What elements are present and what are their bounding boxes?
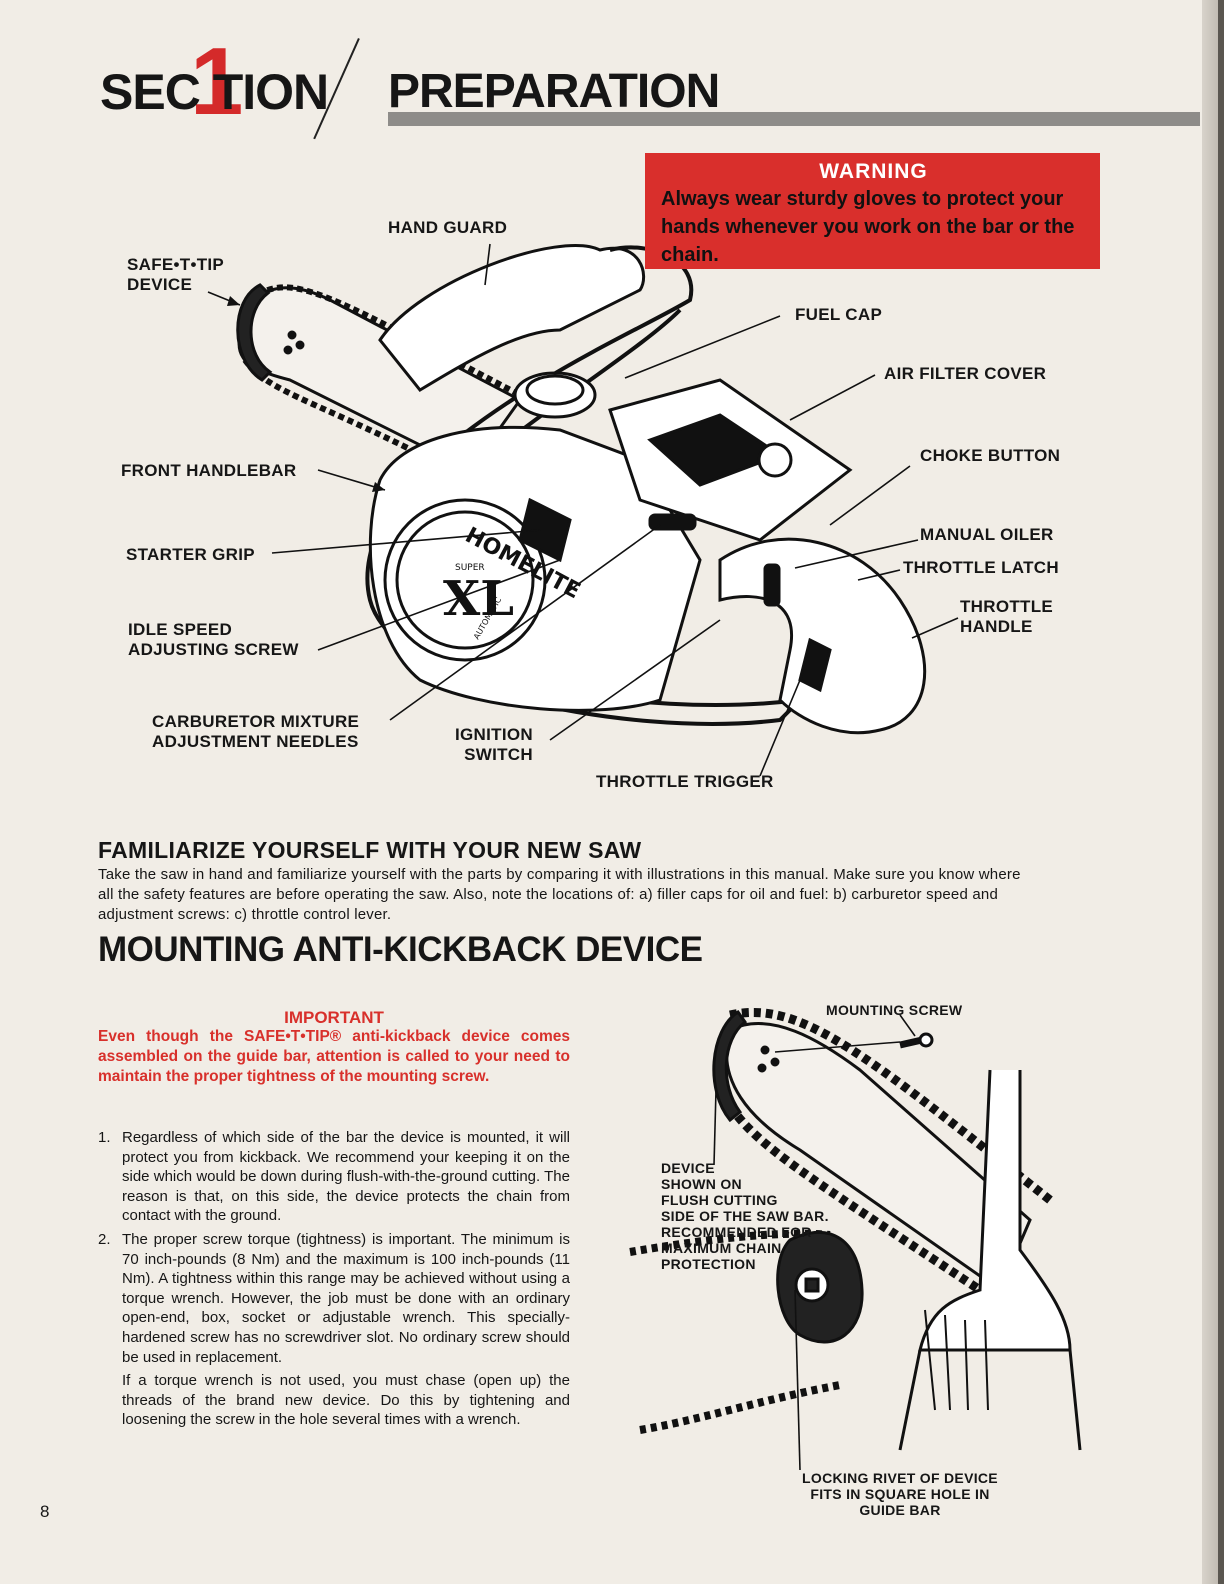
mounting-screw-shape <box>774 1041 901 1053</box>
label-device-shown: DEVICE SHOWN ON FLUSH CUTTING SIDE OF TH… <box>661 1160 829 1272</box>
warning-text: Always wear sturdy gloves to protect you… <box>661 188 1075 266</box>
label-carburetor: CARBURETOR MIXTURE ADJUSTMENT NEEDLES <box>152 712 360 751</box>
section-word: SEC TION <box>100 62 329 122</box>
safe-t-tip-shape <box>236 283 273 382</box>
section-number: 1 <box>190 28 244 135</box>
choke-knob <box>757 442 793 478</box>
step-item: 1. Regardless of which side of the bar t… <box>98 1128 570 1226</box>
label-ignition-switch: IGNITION SWITCH <box>455 725 533 764</box>
device-shape <box>712 1009 748 1123</box>
label-safe-t-tip: SAFE•T•TIP DEVICE <box>127 255 225 294</box>
label-manual-oiler: MANUAL OILER <box>920 525 1054 544</box>
step-extra-text: If a torque wrench is not used, you must… <box>122 1372 570 1429</box>
label-throttle-latch: THROTTLE LATCH <box>903 558 1059 577</box>
label-hand-guard: HAND GUARD <box>388 218 508 237</box>
section-title: PREPARATION <box>388 65 720 118</box>
important-heading: IMPORTANT <box>284 1008 384 1027</box>
label-throttle-handle: THROTTLE HANDLE <box>960 597 1054 636</box>
important-text: Even though the SAFE•T•TIP® anti-kickbac… <box>98 1028 570 1085</box>
trigger-shape <box>798 637 832 693</box>
anti-kickback-diagram <box>629 1007 1082 1471</box>
title-rule <box>388 112 1200 126</box>
section-word-text: SEC TION <box>100 64 329 120</box>
brand-super: SUPER <box>455 563 485 573</box>
mounting-heading: MOUNTING ANTI-KICKBACK DEVICE <box>98 930 703 969</box>
warning-title: WARNING <box>819 160 928 183</box>
label-starter-grip: STARTER GRIP <box>126 545 255 564</box>
label-throttle-trigger: THROTTLE TRIGGER <box>596 772 774 791</box>
label-front-handlebar: FRONT HANDLEBAR <box>121 461 297 480</box>
label-air-filter-cover: AIR FILTER COVER <box>884 364 1047 383</box>
label-fuel-cap: FUEL CAP <box>795 305 883 324</box>
step-text: The proper screw torque (tightness) is i… <box>122 1230 570 1366</box>
step-number: 2. <box>98 1230 111 1248</box>
label-idle-speed: IDLE SPEED ADJUSTING SCREW <box>128 620 299 659</box>
step-number: 1. <box>98 1129 111 1146</box>
page-edge-shadow <box>1218 0 1224 1584</box>
label-mounting-screw: MOUNTING SCREW <box>826 1002 963 1018</box>
step-text: Regardless of which side of the bar the … <box>122 1129 570 1225</box>
familiarize-text: Take the saw in hand and familiarize you… <box>98 866 1021 923</box>
chainsaw-diagram: HOMELITE XL SUPER AUTOMATIC <box>207 243 959 777</box>
familiarize-heading: FAMILIARIZE YOURSELF WITH YOUR NEW SAW <box>98 837 642 863</box>
mounting-steps: 1. Regardless of which side of the bar t… <box>98 1128 570 1430</box>
step-item: 2. The proper screw torque (tightness) i… <box>98 1230 570 1430</box>
warning-box: WARNING Always wear sturdy gloves to pro… <box>645 153 1100 269</box>
label-locking-rivet: LOCKING RIVET OF DEVICE FITS IN SQUARE H… <box>802 1470 998 1518</box>
label-choke-button: CHOKE BUTTON <box>920 446 1061 465</box>
page-number: 8 <box>40 1502 50 1521</box>
hand-guard-shape <box>378 244 646 392</box>
